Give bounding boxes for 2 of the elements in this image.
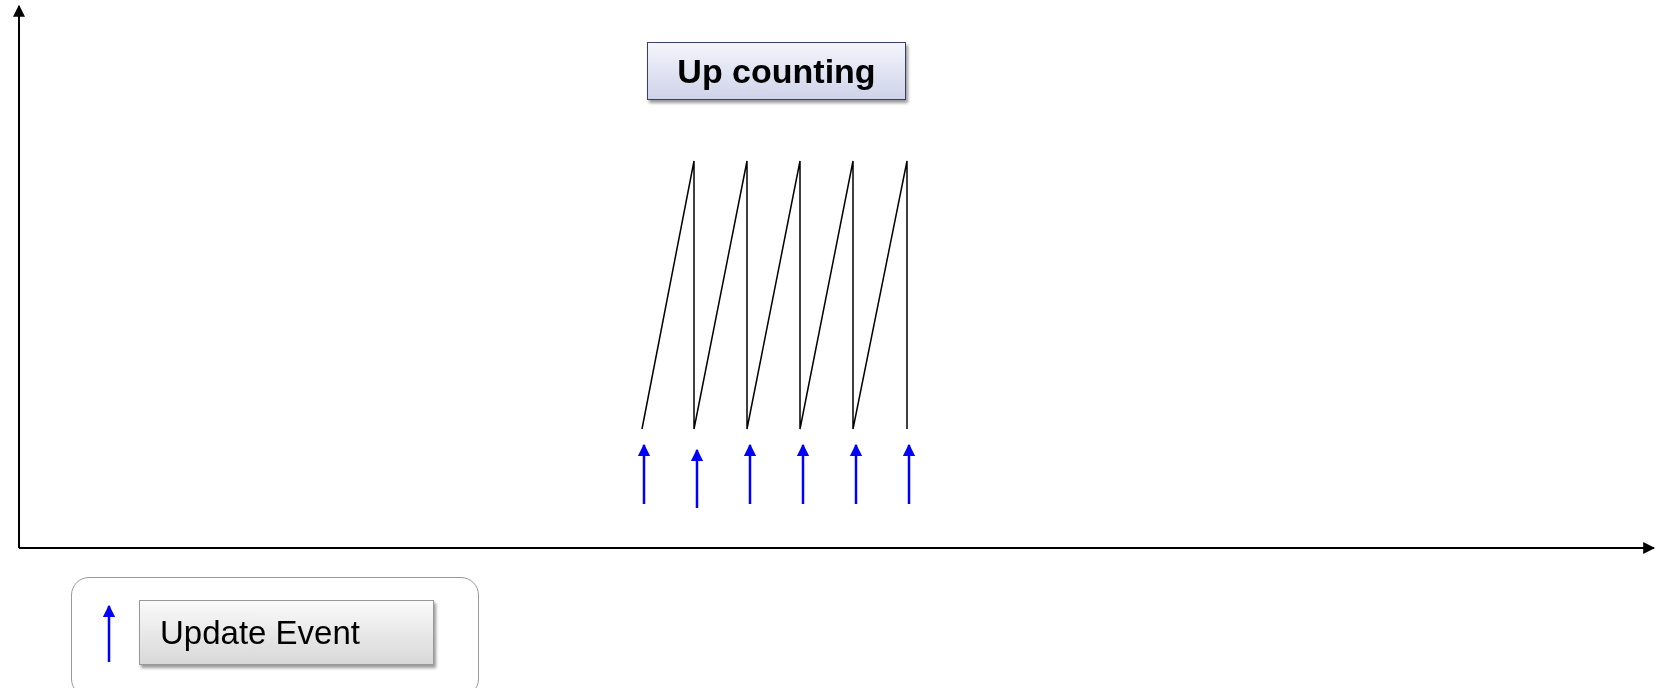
- legend-label: Update Event: [139, 600, 434, 665]
- title-box: Up counting: [647, 42, 906, 100]
